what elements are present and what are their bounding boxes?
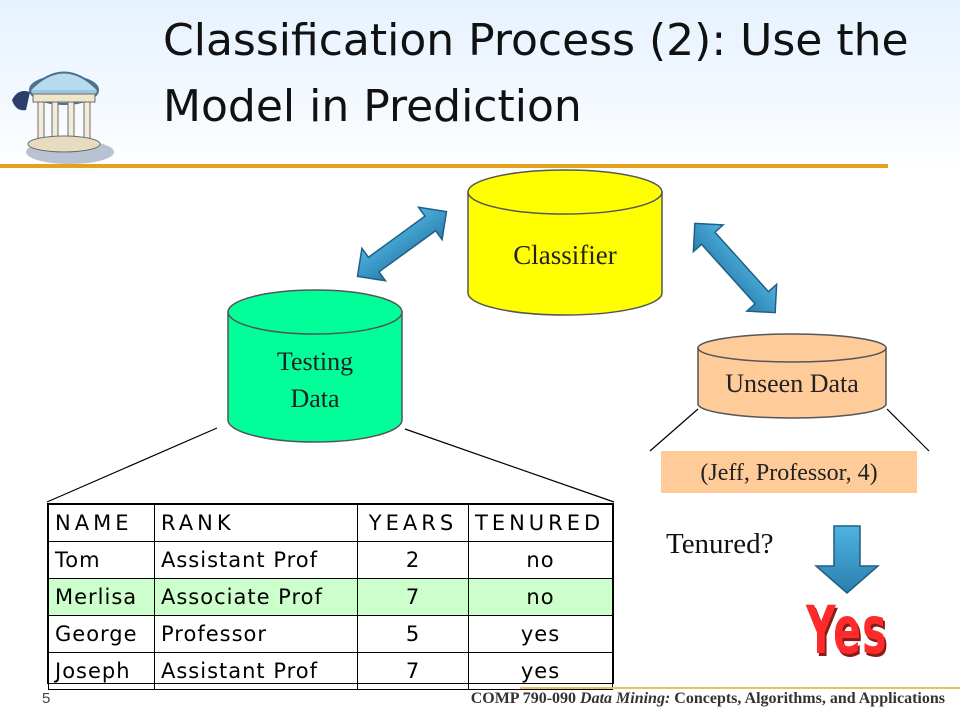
classifier-label: Classifier [513,240,617,270]
cell-rank: Assistant Prof [154,541,358,579]
header-tenured: TENURED [468,504,613,542]
cell-name: Joseph [48,652,155,690]
cell-tenured: no [468,578,613,616]
table-row: Merlisa Associate Prof 7 no [48,578,613,616]
tenured-question: Tenured? [666,528,774,560]
footer-divider [520,687,960,689]
old-well-logo [12,71,114,164]
header-name: NAME [48,504,155,542]
cell-years: 7 [357,652,469,690]
cell-name: George [48,615,155,653]
testing-data-label: Testing Data [228,343,402,417]
testing-data-cylinder [227,289,403,443]
header-years: YEARS [357,504,469,542]
footer-subtitle: Concepts, Algorithms, and Applications [674,690,945,707]
cell-years: 2 [357,541,469,579]
cell-tenured: no [468,541,613,579]
table-row: George Professor 5 yes [48,615,613,653]
table-row: Tom Assistant Prof 2 no [48,541,613,579]
testing-data-label-line2: Data [290,384,340,413]
down-arrow [813,525,881,594]
header-rank: RANK [154,504,358,542]
cell-years: 7 [357,578,469,616]
unseen-instance: (Jeff, Professor, 4) [661,451,917,493]
yes-answer: Yes [806,592,888,669]
cell-years: 5 [357,615,469,653]
footer-subject: Data Mining: [580,690,671,707]
footer-course: COMP 790-090 [470,690,577,707]
unseen-data-label: Unseen Data [725,369,859,398]
cell-name: Merlisa [48,578,155,616]
title-band [0,0,960,175]
cell-rank: Associate Prof [154,578,358,616]
slide-footer: COMP 790-090 Data Mining: Concepts, Algo… [471,690,945,708]
title-divider [0,164,888,168]
table-header-row: NAME RANK YEARS TENURED [48,504,613,542]
instance-connector-lines [649,408,930,452]
unseen-data-cylinder [697,333,887,419]
double-arrow-right [692,222,778,314]
table-row: Joseph Assistant Prof 7 yes [48,652,613,690]
cell-name: Tom [48,541,155,579]
cell-rank: Assistant Prof [154,652,358,690]
testing-data-label-line1: Testing [276,347,354,376]
cell-tenured: yes [468,615,613,653]
double-arrow-left [356,206,448,282]
table-connector-lines [46,427,615,503]
cell-tenured: yes [468,652,613,690]
classifier-cylinder [467,169,663,316]
cell-rank: Professor [154,615,358,653]
testing-data-table: NAME RANK YEARS TENURED Tom Assistant Pr… [47,503,614,690]
slide-number: 5 [42,690,51,707]
slide-title: Classification Process (2): Use the Mode… [163,15,909,132]
